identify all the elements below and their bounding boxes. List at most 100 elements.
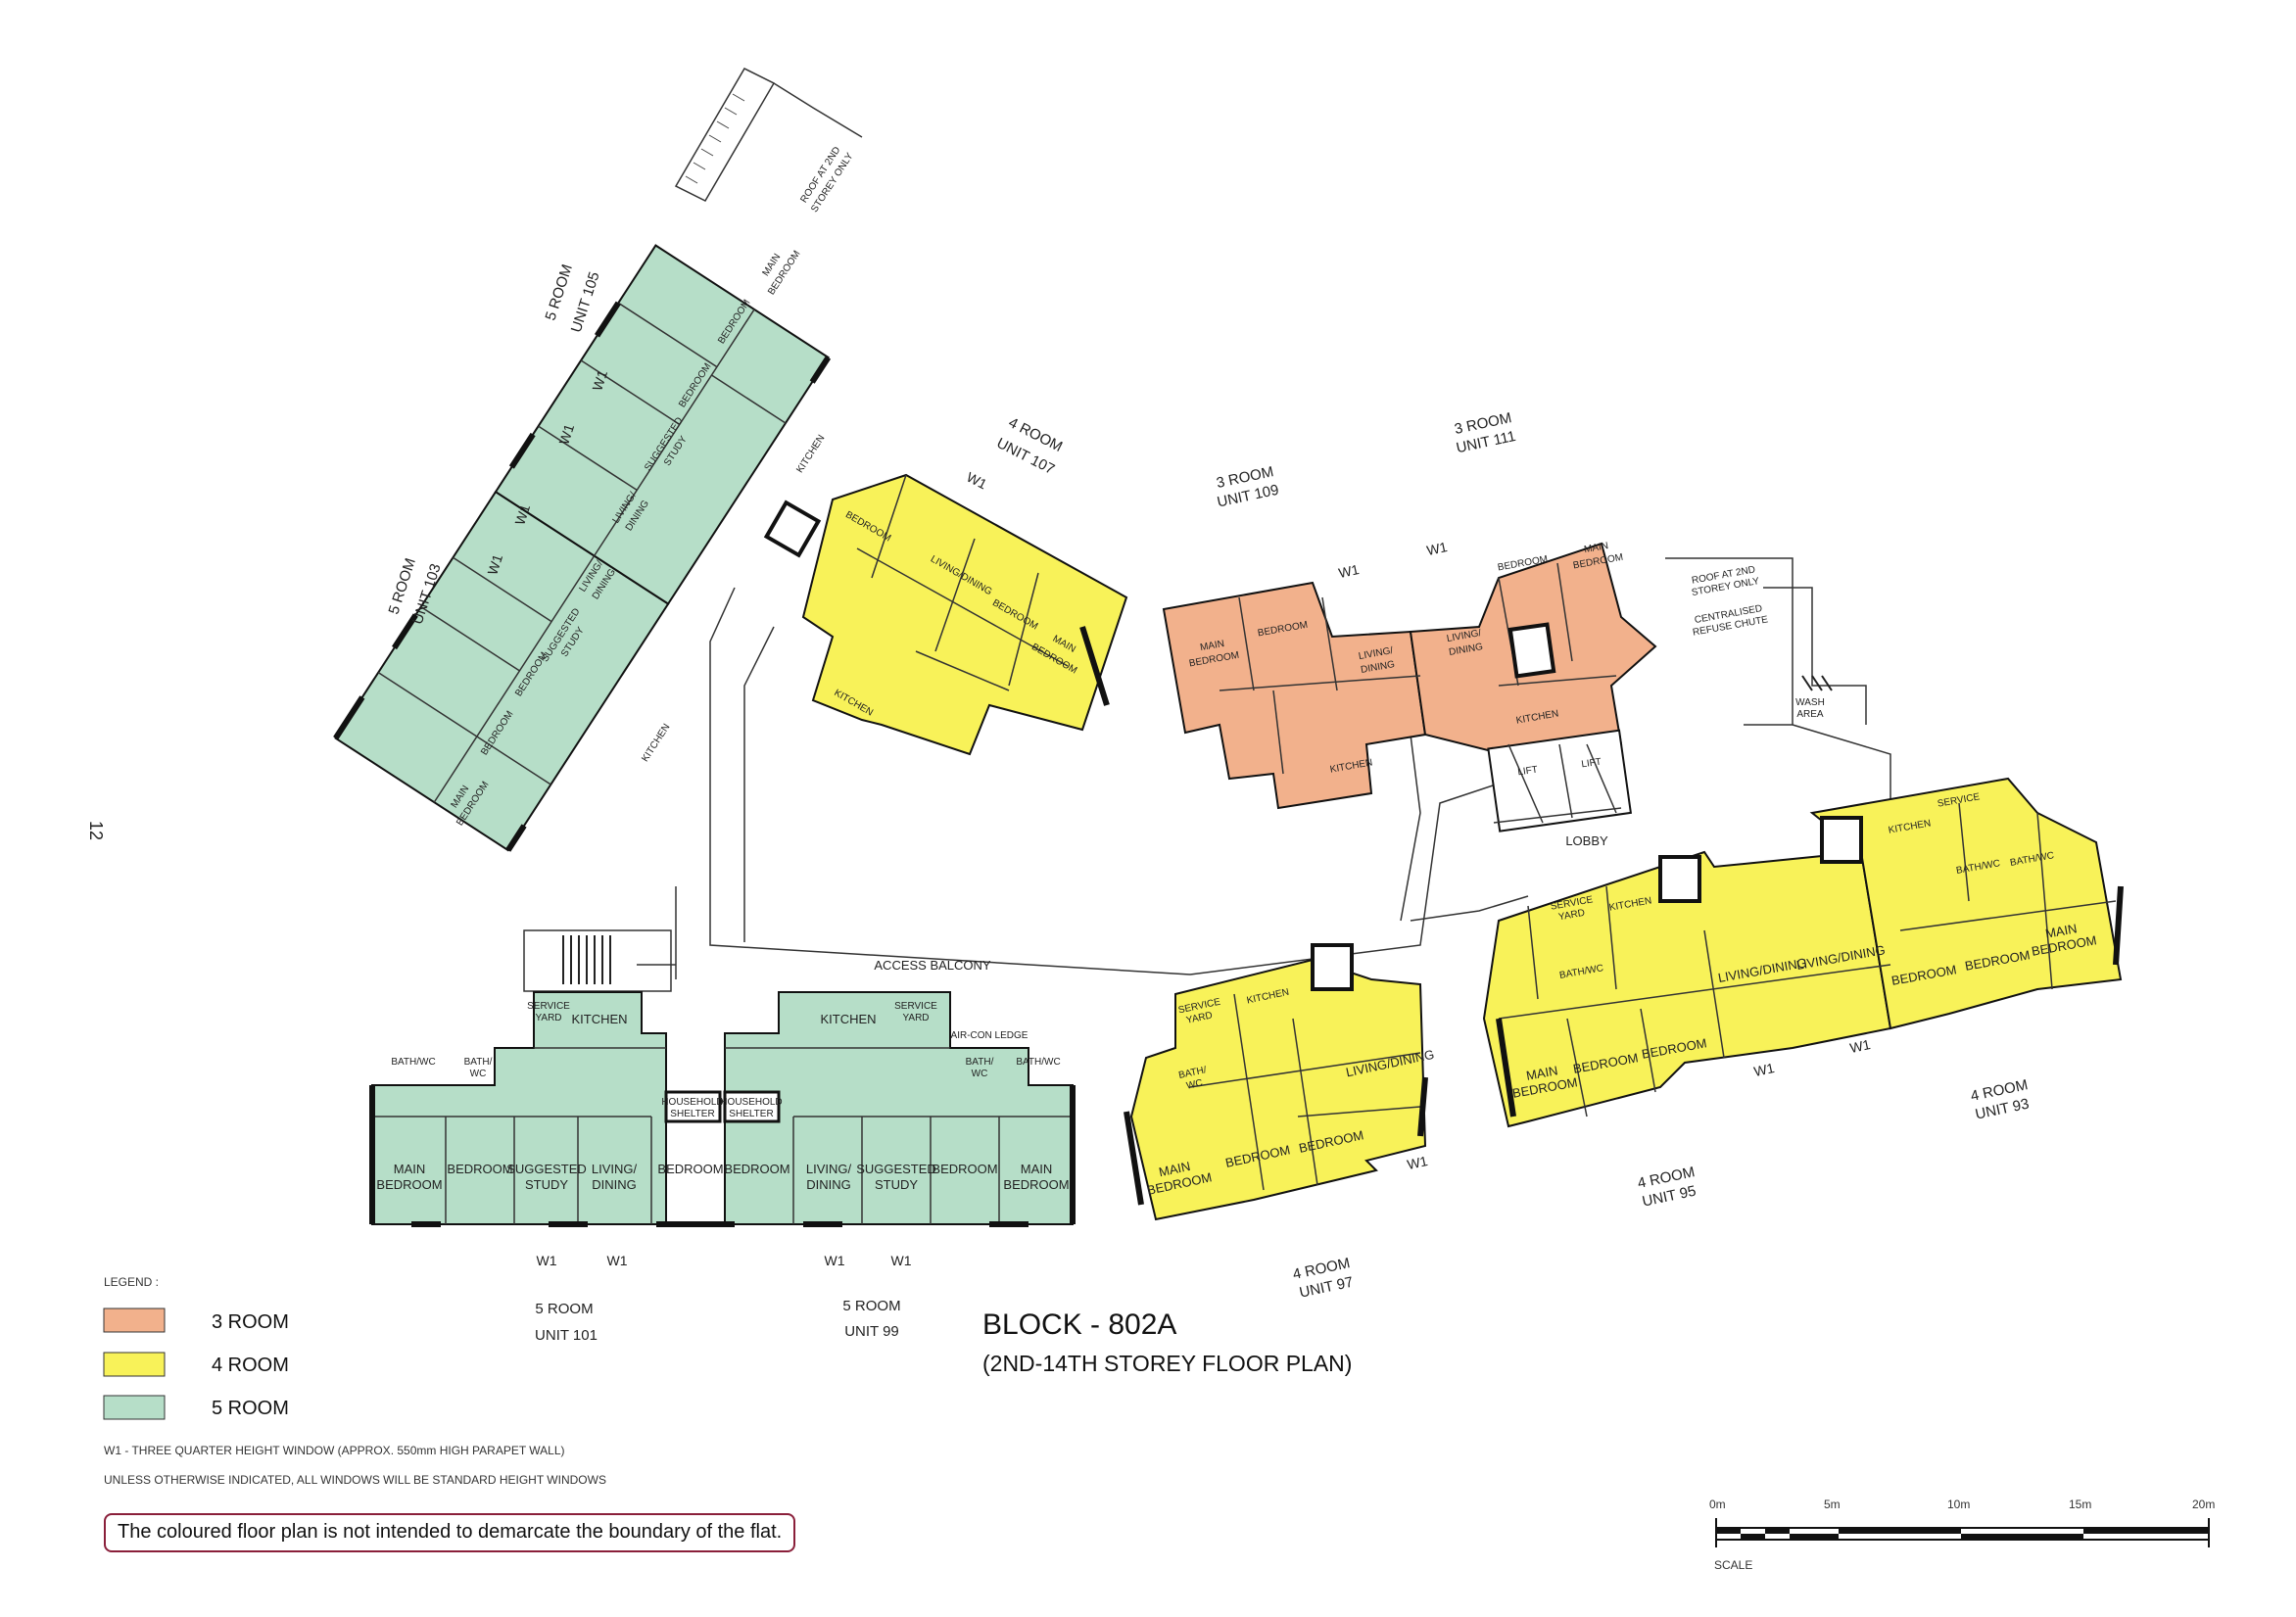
staircase-hatch <box>562 675 1833 984</box>
four-room-units <box>763 473 2124 1221</box>
svg-text:W1: W1 <box>1848 1036 1872 1056</box>
scale-tick-20: 20m <box>2192 1498 2215 1511</box>
scale-bar: 0m 5m 10m 15m 20m SCALE <box>1709 1498 2215 1572</box>
svg-text:W1: W1 <box>1406 1153 1429 1172</box>
circulation-lines <box>523 68 1891 992</box>
household-shelter-111 <box>1507 622 1556 679</box>
legend-note-windows: UNLESS OTHERWISE INDICATED, ALL WINDOWS … <box>104 1473 606 1487</box>
scale-tick-0: 0m <box>1709 1498 1726 1511</box>
unit-101-number: UNIT 101 <box>535 1327 598 1344</box>
svg-text:WC: WC <box>470 1069 487 1079</box>
svg-text:WC: WC <box>1185 1077 1204 1091</box>
legend-swatch-3-room <box>103 1308 166 1333</box>
svg-text:KITCHEN: KITCHEN <box>571 1012 627 1026</box>
svg-text:SUGGESTED: SUGGESTED <box>856 1162 936 1176</box>
svg-text:MAIN: MAIN <box>394 1162 426 1176</box>
svg-text:MAIN: MAIN <box>1525 1063 1559 1082</box>
five-room-units-lower <box>369 991 1076 1227</box>
svg-text:W1: W1 <box>891 1253 912 1268</box>
svg-text:SERVICE: SERVICE <box>894 1001 937 1012</box>
svg-text:YARD: YARD <box>535 1013 561 1023</box>
legend-label-4-room: 4 ROOM <box>212 1355 289 1376</box>
legend-note-w1: W1 - THREE QUARTER HEIGHT WINDOW (APPROX… <box>104 1444 565 1457</box>
svg-text:MAIN: MAIN <box>1158 1159 1192 1179</box>
svg-text:LIFT: LIFT <box>1581 757 1602 771</box>
room-labels-lower-right: KITCHEN SERVICE YARD AIR-CON LEDGE BATH/… <box>720 1001 1069 1192</box>
unit-99-number: UNIT 99 <box>844 1323 899 1340</box>
unit-105-number: UNIT 105 <box>568 270 603 335</box>
five-room-units-upper <box>333 244 832 852</box>
svg-text:BATH/WC: BATH/WC <box>1016 1057 1060 1068</box>
svg-text:LIFT: LIFT <box>1517 765 1539 779</box>
svg-text:MAIN: MAIN <box>1021 1162 1053 1176</box>
svg-text:W1: W1 <box>1752 1060 1776 1079</box>
lift-box <box>1487 729 1633 832</box>
page-title: BLOCK - 802A <box>982 1308 1176 1341</box>
svg-text:ACCESS BALCONY: ACCESS BALCONY <box>874 958 991 973</box>
unit-101-type: 5 ROOM <box>535 1301 593 1317</box>
household-shelter-107 <box>763 499 822 558</box>
svg-text:DINING: DINING <box>592 1177 637 1192</box>
svg-text:W1: W1 <box>825 1253 845 1268</box>
legend-swatch-4-room <box>103 1352 166 1377</box>
svg-text:SHELTER: SHELTER <box>729 1109 773 1119</box>
svg-text:BEDROOM: BEDROOM <box>724 1162 789 1176</box>
unit-95-fill <box>1482 850 1892 1128</box>
svg-text:W1: W1 <box>964 469 989 493</box>
svg-text:BATH/: BATH/ <box>966 1057 994 1068</box>
household-shelter-left <box>664 1090 722 1123</box>
svg-text:MAIN: MAIN <box>2044 921 2079 940</box>
unit-107-fill <box>801 473 1128 756</box>
svg-text:SUGGESTED: SUGGESTED <box>506 1162 587 1176</box>
svg-text:BEDROOM: BEDROOM <box>657 1162 723 1176</box>
svg-text:BEDROOM: BEDROOM <box>447 1162 512 1176</box>
svg-text:W1: W1 <box>589 368 610 393</box>
svg-text:W1: W1 <box>511 502 533 527</box>
page-subtitle: (2ND-14TH STOREY FLOOR PLAN) <box>982 1351 1352 1376</box>
svg-text:W1: W1 <box>484 552 505 577</box>
page-number: 12 <box>86 821 106 840</box>
w1-window-marks: W1 W1 W1 W1 W1 W1 W1 W1 W1 W1 W1 W1 W1 W… <box>484 368 1872 1268</box>
room-labels-lower-left: KITCHEN BATH/WC BATH/ WC SERVICE YARD MA… <box>376 1001 723 1192</box>
household-shelter-right <box>723 1090 781 1123</box>
svg-text:SHELTER: SHELTER <box>670 1109 714 1119</box>
svg-text:W1: W1 <box>1337 561 1361 581</box>
legend-swatch-5-room <box>103 1395 166 1420</box>
svg-text:STUDY: STUDY <box>525 1177 568 1192</box>
unit-97-fill <box>1129 958 1427 1221</box>
svg-text:STUDY: STUDY <box>875 1177 918 1192</box>
disclaimer-note: The coloured floor plan is not intended … <box>104 1513 796 1552</box>
svg-text:W1: W1 <box>1425 539 1449 558</box>
unit-99-fill <box>724 991 1074 1225</box>
svg-text:KITCHEN: KITCHEN <box>820 1012 876 1026</box>
legend-label-5-room: 5 ROOM <box>212 1398 289 1419</box>
svg-text:YARD: YARD <box>1557 908 1586 924</box>
svg-text:W1: W1 <box>537 1253 557 1268</box>
svg-text:WASH: WASH <box>1795 697 1825 708</box>
three-room-units <box>1162 542 1657 832</box>
unit-93-fill <box>1809 777 2123 1030</box>
unit-99-type: 5 ROOM <box>842 1298 900 1314</box>
household-shelter-93 <box>1820 816 1863 864</box>
svg-text:KITCHEN: KITCHEN <box>794 433 827 475</box>
svg-text:BEDROOM: BEDROOM <box>1003 1177 1069 1192</box>
svg-text:BATH/: BATH/ <box>464 1057 493 1068</box>
svg-text:BEDROOM: BEDROOM <box>376 1177 442 1192</box>
svg-text:W1: W1 <box>555 422 577 447</box>
svg-text:W1: W1 <box>607 1253 628 1268</box>
svg-text:SERVICE: SERVICE <box>527 1001 570 1012</box>
svg-text:LIVING/: LIVING/ <box>806 1162 852 1176</box>
svg-text:MAIN: MAIN <box>1199 639 1225 653</box>
unit-109-fill <box>1162 581 1427 810</box>
scale-label: SCALE <box>1714 1558 1752 1572</box>
svg-text:KITCHEN: KITCHEN <box>640 722 672 764</box>
unit-103-fill <box>494 244 830 605</box>
svg-text:MAIN: MAIN <box>1583 541 1609 555</box>
svg-text:HOUSEHOLD: HOUSEHOLD <box>661 1097 723 1108</box>
unit-105-type: 5 ROOM <box>542 262 575 323</box>
scale-tick-15: 15m <box>2069 1498 2091 1511</box>
svg-text:DINING: DINING <box>806 1177 851 1192</box>
svg-text:BATH/WC: BATH/WC <box>391 1057 435 1068</box>
household-shelter-95 <box>1658 855 1701 903</box>
